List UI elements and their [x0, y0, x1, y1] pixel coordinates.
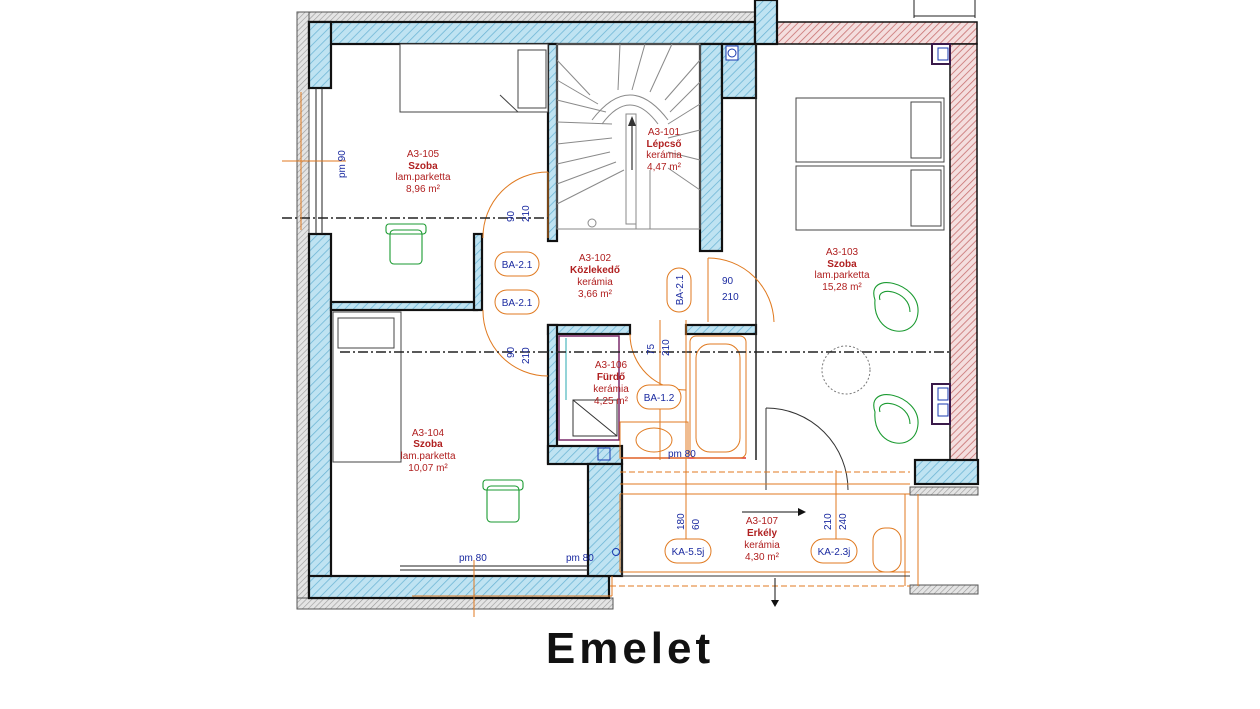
door-tag: BA-1.2: [644, 393, 675, 404]
dimension-label: 90: [506, 210, 517, 222]
room-code: A3-107: [746, 516, 779, 527]
room-a3-107-label: A3-107 Erkély kerámia 4,30 m²: [744, 516, 780, 563]
dimension-labels: pm 90 90 210 90 210 90 210 75 210 pm 80 …: [337, 150, 849, 564]
dimension-label: 90: [722, 276, 734, 287]
dimension-label: 90: [506, 346, 517, 358]
dimension-label: pm 80: [668, 449, 696, 460]
dimension-label: 210: [823, 513, 834, 530]
room-area: 15,28 m²: [822, 282, 862, 293]
door-tag: BA-2.1: [502, 298, 533, 309]
dimension-label: 210: [521, 347, 532, 364]
room-name: Erkély: [747, 528, 777, 539]
room-area: 3,66 m²: [578, 289, 613, 300]
room-name: Szoba: [408, 161, 438, 172]
room-code: A3-104: [412, 428, 445, 439]
room-floor: kerámia: [744, 540, 780, 551]
dimension-label: 210: [521, 205, 532, 222]
room-floor: lam.parketta: [395, 172, 450, 183]
room-name: Szoba: [827, 259, 857, 270]
window-tag: KA-5.5j: [672, 547, 705, 558]
dimension-label: pm 90: [337, 150, 348, 178]
windows: [315, 44, 949, 571]
dimension-label: 75: [646, 343, 657, 355]
dimension-label: 60: [691, 518, 702, 530]
shower: [565, 338, 618, 437]
dimension-label: 210: [722, 292, 739, 303]
table: [821, 345, 871, 395]
dimension-label: pm 80: [566, 553, 594, 564]
bathroom-inner-line: [558, 335, 620, 441]
room-floor: lam.parketta: [814, 270, 869, 281]
room-code: A3-105: [407, 149, 440, 160]
staircase: [556, 43, 701, 230]
room-name: Szoba: [413, 439, 443, 450]
room-area: 4,25 m²: [594, 396, 629, 407]
room-code: A3-102: [579, 253, 612, 264]
room-a3-103-label: A3-103 Szoba lam.parketta 15,28 m²: [814, 247, 869, 293]
door-tags: BA-2.1 BA-2.1 BA-2.1 BA-1.2 KA-5.5j KA-2…: [494, 251, 858, 564]
room-a3-105-label: A3-105 Szoba lam.parketta 8,96 m²: [395, 149, 450, 195]
beds: [332, 43, 945, 463]
room-code: A3-101: [648, 127, 681, 138]
door-swings: [482, 171, 849, 491]
room-floor: kerámia: [593, 384, 629, 395]
dimension-label: 240: [838, 513, 849, 530]
door-tag: BA-2.1: [502, 260, 533, 271]
room-name: Fürdő: [597, 372, 625, 383]
room-code: A3-106: [595, 360, 628, 371]
bath-fixtures: [619, 335, 902, 573]
dimension-label: pm 80: [459, 553, 487, 564]
room-floor: lam.parketta: [400, 451, 455, 462]
room-area: 8,96 m²: [406, 184, 441, 195]
balcony: [412, 447, 919, 607]
dimension-label: 210: [661, 339, 672, 356]
walls: [307, 0, 980, 600]
room-name: Közlekedő: [570, 265, 620, 276]
room-a3-104-label: A3-104 Szoba lam.parketta 10,07 m²: [400, 428, 455, 474]
room-area: 4,47 m²: [647, 162, 682, 173]
room-a3-101-label: A3-101 Lépcső kerámia 4,47 m²: [646, 127, 682, 173]
plan-caption: Emelet: [545, 624, 715, 673]
room-code: A3-103: [826, 247, 859, 258]
room-a3-106-label: A3-106 Fürdő kerámia 4,25 m²: [593, 360, 629, 407]
door-tag: BA-2.1: [675, 274, 686, 305]
chairs: [385, 223, 919, 523]
room-floor: kerámia: [646, 150, 682, 161]
room-area: 4,30 m²: [745, 552, 780, 563]
window-tag: KA-2.3j: [818, 547, 851, 558]
room-name: Lépcső: [646, 139, 681, 150]
dimension-label: 180: [676, 513, 687, 530]
room-floor: kerámia: [577, 277, 613, 288]
room-area: 10,07 m²: [408, 463, 448, 474]
room-a3-102-label: A3-102 Közlekedő kerámia 3,66 m²: [570, 253, 620, 300]
